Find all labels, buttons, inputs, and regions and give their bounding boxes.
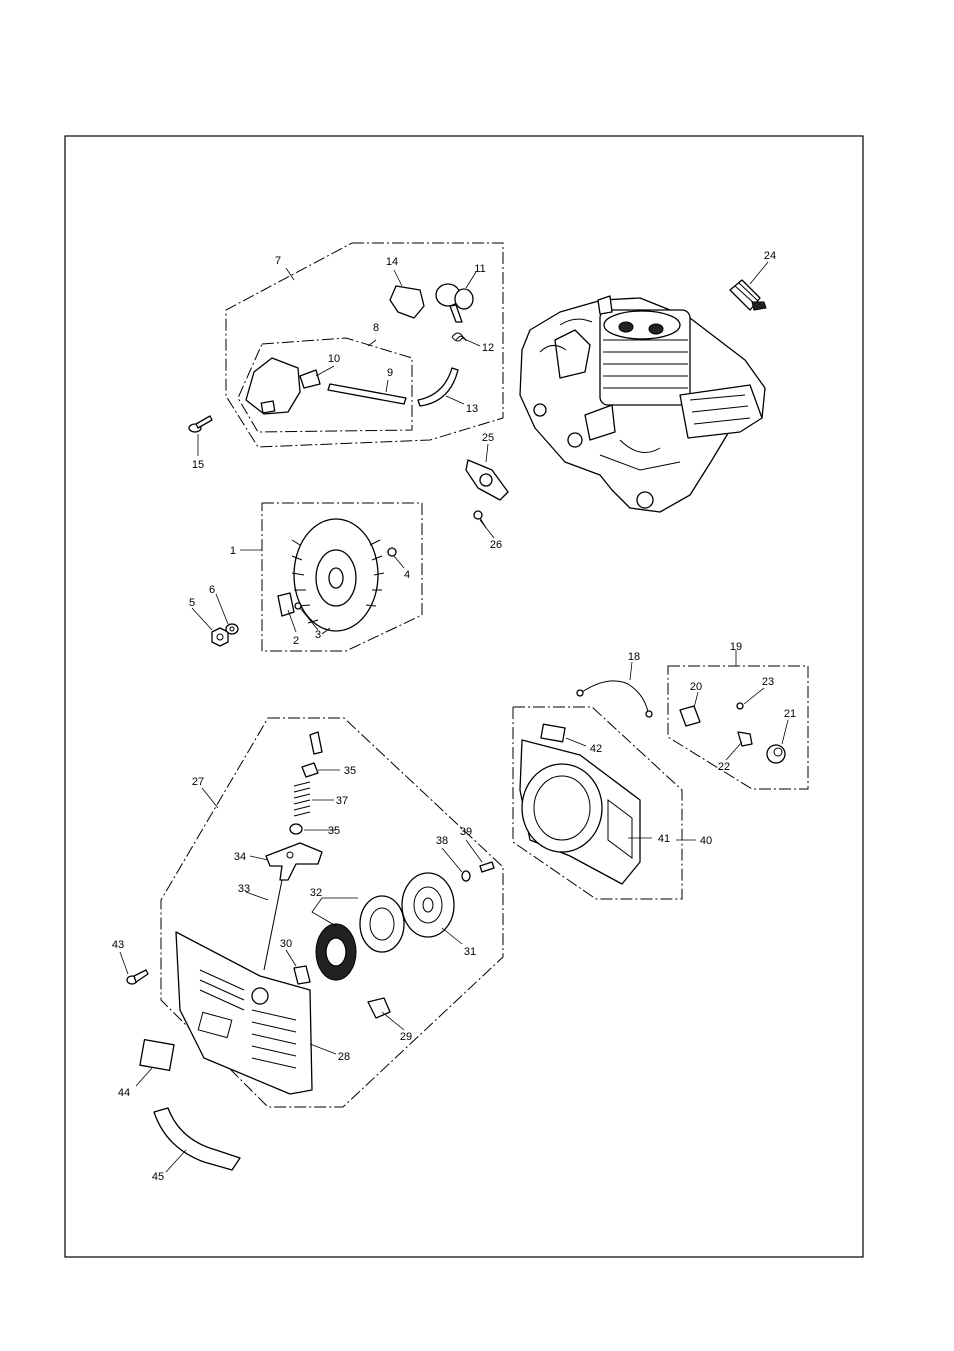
diagram-frame — [64, 135, 864, 1258]
group-8-housing — [245, 357, 301, 415]
part-29 — [367, 997, 391, 1019]
callout-38: 38 — [436, 835, 448, 847]
leader-lines — [119, 261, 789, 1173]
callout-2: 2 — [293, 635, 299, 647]
callout-27: 27 — [192, 776, 204, 788]
recoil-spring — [315, 923, 357, 981]
part-35-lower — [289, 823, 303, 835]
part-15-bolt — [188, 415, 213, 433]
part-9-rod — [327, 383, 407, 405]
callout-32: 32 — [310, 887, 322, 899]
part-24-spark-plug — [729, 279, 767, 311]
callout-44: 44 — [118, 1087, 130, 1099]
part-34-handle — [265, 842, 323, 881]
part-35-upper — [301, 762, 319, 778]
part-30 — [293, 965, 311, 985]
part-32-pulley — [359, 895, 405, 953]
part-39-bolt — [479, 861, 495, 873]
callout-8: 8 — [373, 322, 379, 334]
callout-1: 1 — [230, 545, 236, 557]
part-38-washer — [461, 870, 471, 882]
part-41-fan-housing — [519, 739, 641, 885]
callout-4: 4 — [404, 569, 410, 581]
part-31-reel — [401, 872, 455, 938]
callout-22: 22 — [718, 761, 730, 773]
part-42-label — [540, 723, 566, 743]
part-6-washer — [225, 623, 239, 635]
part-23 — [736, 702, 744, 710]
callout-9: 9 — [387, 367, 393, 379]
part-21 — [766, 744, 786, 764]
part-37-spring — [293, 781, 311, 817]
part-20 — [679, 705, 701, 727]
callout-43: 43 — [112, 939, 124, 951]
callout-39: 39 — [460, 826, 472, 838]
callout-11: 11 — [474, 263, 485, 275]
part-12-spring — [451, 332, 467, 342]
part-44-label — [139, 1038, 175, 1072]
callout-3: 3 — [315, 629, 321, 641]
callout-30: 30 — [280, 938, 292, 950]
callout-labels: 1 2 3 4 5 6 7 8 9 10 11 12 13 14 15 18 1… — [112, 250, 796, 1183]
group-27-outline — [160, 717, 504, 1108]
callout-5: 5 — [189, 597, 195, 609]
callout-41: 41 — [658, 833, 670, 845]
group-8-outline — [237, 337, 413, 433]
part-14 — [389, 285, 425, 319]
callout-37: 37 — [336, 795, 348, 807]
part-3 — [294, 602, 302, 610]
callout-28: 28 — [338, 1051, 350, 1063]
callout-6: 6 — [209, 584, 215, 596]
part-4 — [387, 547, 397, 557]
group-19-outline — [667, 665, 809, 790]
callout-40: 40 — [700, 835, 712, 847]
callout-12: 12 — [482, 342, 494, 354]
callout-15: 15 — [192, 459, 204, 471]
starter-pin — [309, 731, 323, 755]
callout-23: 23 — [762, 676, 774, 688]
group-40-outline — [512, 706, 683, 900]
callout-7: 7 — [275, 255, 281, 267]
callout-10: 10 — [328, 353, 340, 365]
part-25-gasket — [465, 459, 509, 501]
part-5-nut — [211, 627, 229, 647]
callout-31: 31 — [464, 946, 476, 958]
callout-35-lower: 35 — [328, 825, 340, 837]
part-10 — [299, 369, 321, 389]
callout-25: 25 — [482, 432, 494, 444]
callout-24: 24 — [764, 250, 776, 262]
part-28-starter-cover — [175, 931, 313, 1095]
callout-18: 18 — [628, 651, 640, 663]
callout-26: 26 — [490, 539, 502, 551]
part-11 — [435, 283, 474, 323]
callout-45: 45 — [152, 1171, 164, 1183]
part-33-rope — [263, 879, 283, 971]
callout-34: 34 — [234, 851, 246, 863]
part-43-bolt — [126, 969, 149, 985]
callout-42: 42 — [590, 743, 602, 755]
callout-35-upper: 35 — [344, 765, 356, 777]
callout-29: 29 — [400, 1031, 412, 1043]
group-7-outline — [225, 242, 504, 448]
engine-block — [519, 295, 766, 513]
callout-14: 14 — [386, 256, 398, 268]
callout-19: 19 — [730, 641, 742, 653]
callout-21: 21 — [784, 708, 796, 720]
group-8-housing-port — [260, 400, 276, 414]
part-18-wire — [581, 680, 649, 713]
part-45-guard — [153, 1107, 241, 1171]
callout-13: 13 — [466, 403, 478, 415]
callout-33: 33 — [238, 883, 250, 895]
part-2 — [277, 592, 295, 617]
callout-20: 20 — [690, 681, 702, 693]
part-13-hose — [417, 367, 459, 407]
group-1-outline — [261, 502, 423, 652]
part-1-flywheel — [291, 518, 385, 635]
